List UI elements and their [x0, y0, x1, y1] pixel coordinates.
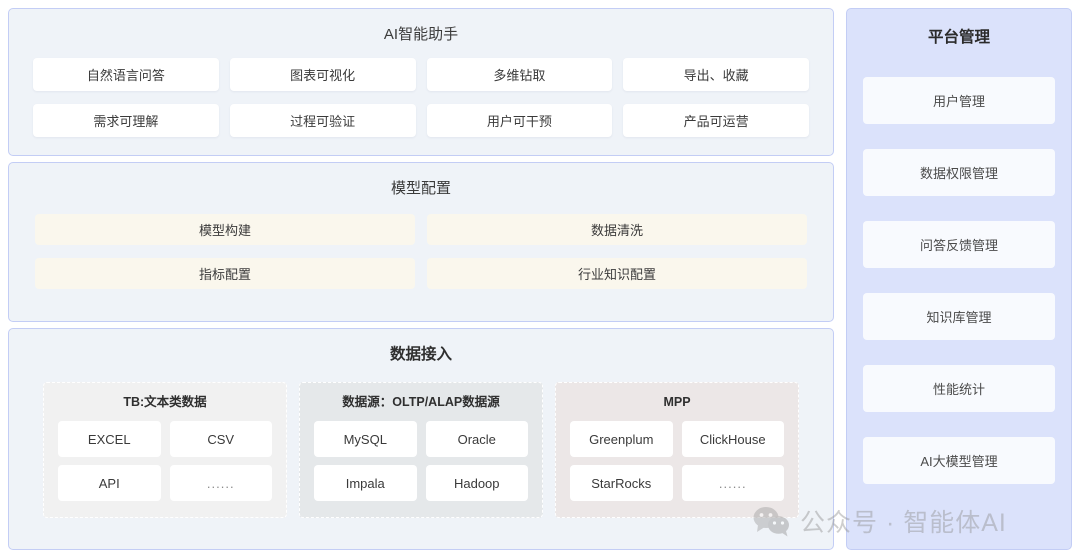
ai-tile-export-favorite[interactable]: 导出、收藏	[623, 58, 809, 91]
ai-tile-user-interventionable[interactable]: 用户可干预	[426, 104, 613, 137]
data-tile-mysql[interactable]: MySQL	[314, 421, 417, 457]
panel-data-access: 数据接入 TB:文本类数据 EXCEL CSV API ...... 数据源：O…	[8, 328, 834, 550]
data-tile-api[interactable]: API	[58, 465, 161, 501]
sidebar-item-knowledge-base-management[interactable]: 知识库管理	[863, 292, 1055, 340]
data-group-text-data-title: TB:文本类数据	[123, 394, 207, 409]
data-access-groups: TB:文本类数据 EXCEL CSV API ...... 数据源：OLTP/A…	[43, 381, 799, 518]
left-column: AI智能助手 自然语言问答 图表可视化 多维钻取 导出、收藏 需求可理解 过程可…	[8, 8, 834, 550]
data-tile-more-text[interactable]: ......	[169, 465, 272, 501]
sidebar-item-performance-statistics[interactable]: 性能统计	[863, 364, 1055, 412]
sidebar-title: 平台管理	[927, 29, 990, 46]
model-tile-model-building[interactable]: 模型构建	[35, 214, 415, 245]
ai-tile-product-operable[interactable]: 产品可运营	[623, 104, 809, 137]
data-tile-csv[interactable]: CSV	[169, 421, 272, 457]
panel-model-config: 模型配置 模型构建 数据清洗 指标配置 行业知识配置	[8, 162, 834, 322]
sidebar-item-ai-large-model-management[interactable]: AI大模型管理	[863, 436, 1055, 484]
panel-model-config-title: 模型配置	[390, 180, 451, 197]
panel-ai-assistant-title: AI智能助手	[383, 26, 459, 43]
model-config-tile-grid: 模型构建 数据清洗 指标配置 行业知识配置	[35, 214, 807, 289]
model-tile-indicator-config[interactable]: 指标配置	[35, 258, 415, 289]
data-tile-starrocks[interactable]: StarRocks	[570, 465, 673, 501]
sidebar-item-data-permission-management[interactable]: 数据权限管理	[863, 148, 1055, 196]
data-tile-more-mpp[interactable]: ......	[681, 465, 784, 501]
panel-ai-assistant: AI智能助手 自然语言问答 图表可视化 多维钻取 导出、收藏 需求可理解 过程可…	[8, 8, 834, 156]
data-tile-oracle[interactable]: Oracle	[425, 421, 528, 457]
data-tile-clickhouse[interactable]: ClickHouse	[681, 421, 784, 457]
sidebar-item-user-management[interactable]: 用户管理	[863, 76, 1055, 124]
panel-data-access-title: 数据接入	[389, 346, 452, 363]
data-group-oltp-alap-title: 数据源：OLTP/ALAP数据源	[342, 394, 500, 409]
data-group-oltp-alap: 数据源：OLTP/ALAP数据源 MySQL Oracle Impala Had…	[299, 381, 543, 518]
ai-tile-process-verifiable[interactable]: 过程可验证	[229, 104, 416, 137]
data-group-mpp: MPP Greenplum ClickHouse StarRocks .....…	[555, 381, 799, 518]
data-tile-impala[interactable]: Impala	[314, 465, 417, 501]
sidebar-item-list: 用户管理 数据权限管理 问答反馈管理 知识库管理 性能统计 AI大模型管理	[863, 76, 1055, 484]
model-tile-data-cleaning[interactable]: 数据清洗	[427, 214, 807, 245]
data-tile-hadoop[interactable]: Hadoop	[425, 465, 528, 501]
data-group-text-data-tiles: EXCEL CSV API ......	[58, 421, 272, 501]
ai-tile-requirement-understandable[interactable]: 需求可理解	[33, 104, 219, 137]
ai-assistant-tile-grid: 自然语言问答 图表可视化 多维钻取 导出、收藏 需求可理解 过程可验证 用户可干…	[33, 58, 809, 137]
data-group-text-data: TB:文本类数据 EXCEL CSV API ......	[43, 381, 287, 518]
ai-tile-natural-language-qa[interactable]: 自然语言问答	[33, 58, 219, 91]
sidebar-platform-management: 平台管理 用户管理 数据权限管理 问答反馈管理 知识库管理 性能统计 AI大模型…	[846, 8, 1072, 550]
data-group-oltp-alap-tiles: MySQL Oracle Impala Hadoop	[314, 421, 528, 501]
data-tile-excel[interactable]: EXCEL	[58, 421, 161, 457]
model-tile-industry-knowledge-config[interactable]: 行业知识配置	[427, 258, 807, 289]
data-group-mpp-tiles: Greenplum ClickHouse StarRocks ......	[570, 421, 784, 501]
ai-tile-multidimensional-drilldown[interactable]: 多维钻取	[426, 58, 613, 91]
data-group-mpp-title: MPP	[663, 394, 691, 409]
ai-tile-chart-visualization[interactable]: 图表可视化	[229, 58, 416, 91]
sidebar-item-qa-feedback-management[interactable]: 问答反馈管理	[863, 220, 1055, 268]
data-tile-greenplum[interactable]: Greenplum	[570, 421, 673, 457]
